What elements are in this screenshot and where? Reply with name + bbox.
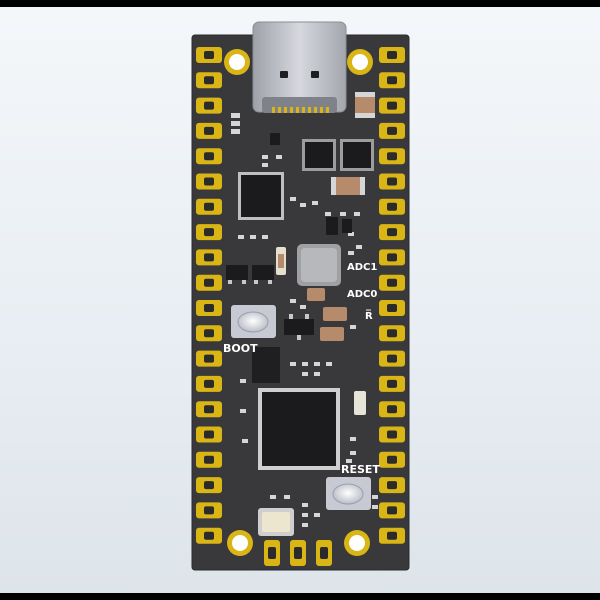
pin-pad-right: [379, 224, 405, 241]
mosfet-right: [340, 139, 374, 171]
pin-pad-left: [196, 47, 222, 63]
microcontroller-chip: [258, 388, 340, 470]
pin-pad-left: [196, 173, 222, 190]
sot23-component: [284, 314, 314, 340]
pin-pad-right: [379, 451, 405, 468]
reset-button[interactable]: [326, 477, 371, 510]
inductor: [297, 244, 341, 286]
pin-pad-left: [196, 122, 222, 139]
capacitor: [307, 288, 325, 301]
mounting-hole-top-right: [347, 49, 373, 75]
usb-c-connector: [252, 21, 347, 113]
adc0-label: ADC0: [347, 289, 377, 300]
capacitor: [354, 391, 366, 415]
pin-pad-right: [379, 300, 405, 316]
pin-row-bottom: [264, 540, 332, 566]
reset-label: RESET: [341, 463, 380, 476]
pin-row-right: [379, 47, 405, 544]
pin-pad-left: [196, 350, 222, 367]
pcb-substrate: [192, 35, 409, 570]
pin-pad-left: [196, 426, 222, 443]
pcb-board-render: ADC1 ADC0 R̅ BOOT RESET: [191, 21, 410, 571]
capacitor: [276, 247, 286, 275]
capacitor: [320, 327, 344, 341]
pin-pad-right: [379, 173, 405, 190]
pin-pad-right: [379, 350, 405, 367]
capacitor: [323, 307, 347, 321]
pin-pad-left: [196, 97, 222, 114]
pin-pad-right: [379, 72, 405, 89]
mounting-hole-bottom-left: [227, 530, 253, 556]
mosfet-left: [302, 139, 336, 171]
pin-pad-right: [379, 375, 405, 392]
mounting-hole-top-left: [224, 49, 250, 75]
reset-bar-label: R̅: [365, 309, 373, 322]
pin-pad-left: [196, 451, 222, 468]
pin-pad-right: [379, 47, 405, 63]
adc1-label: ADC1: [347, 262, 377, 273]
render-backdrop: ADC1 ADC0 R̅ BOOT RESET: [0, 7, 600, 593]
pin-pad-right: [379, 502, 405, 519]
pin-pad-right: [379, 249, 405, 266]
pin-pad-left: [196, 325, 222, 342]
pin-pad-left: [196, 401, 222, 418]
pin-pad-right: [379, 426, 405, 443]
capacitor: [355, 92, 375, 118]
pin-pad-right: [379, 148, 405, 165]
pin-pad-left: [196, 274, 222, 291]
pin-pad-left: [196, 502, 222, 519]
crystal-oscillator: [258, 508, 294, 536]
pin-pad-left: [196, 148, 222, 165]
boot-label: BOOT: [223, 342, 258, 355]
pin-pad-left: [196, 224, 222, 241]
pin-pad-left: [196, 72, 222, 89]
pin-pad-left: [196, 375, 222, 392]
pin-pad-right: [379, 97, 405, 114]
pin-pad-right: [379, 122, 405, 139]
pin-pad-right: [379, 198, 405, 215]
transistor-pair: [226, 265, 274, 284]
pin-pad-left: [196, 300, 222, 316]
pin-pad-left: [196, 198, 222, 215]
pin-pad-left: [196, 477, 222, 494]
pin-pad-right: [379, 527, 405, 544]
mounting-hole-bottom-right: [344, 530, 370, 556]
pin-pad-right: [379, 274, 405, 291]
pin-pad-left: [196, 249, 222, 266]
pin-pad-right: [379, 401, 405, 418]
boot-button[interactable]: [231, 305, 276, 338]
pin-pad-right: [379, 477, 405, 494]
capacitor: [331, 177, 365, 195]
pin-row-left: [196, 47, 222, 544]
pin-pad-right: [379, 325, 405, 342]
small-ic: [252, 347, 280, 383]
power-management-chip: [238, 172, 284, 220]
pin-pad-left: [196, 527, 222, 544]
smd-passives: [231, 113, 378, 527]
